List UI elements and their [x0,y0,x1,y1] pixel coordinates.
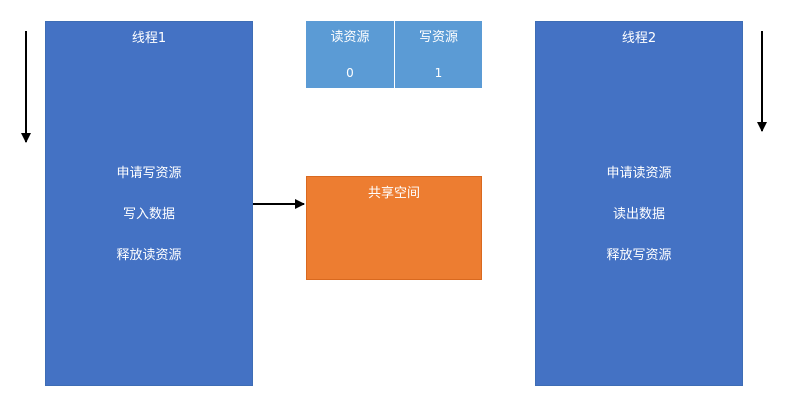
thread2-op-read-data: 读出数据 [612,207,665,222]
write-resource-value: 1 [434,66,443,80]
thread1-op-release-read: 释放读资源 [116,248,182,263]
write-resource-cell: 写资源 1 [394,21,482,88]
thread2-ops: 申请读资源 读出数据 释放写资源 [536,165,742,288]
thread2-op-request-read: 申请读资源 [606,166,672,181]
read-resource-value: 0 [346,66,354,80]
resource-table: 读资源 0 写资源 1 [306,21,482,88]
thread2-op-release-write: 释放写资源 [606,248,672,263]
thread1-ops: 申请写资源 写入数据 释放读资源 [46,165,252,288]
read-resource-label: 读资源 [330,30,370,45]
thread2-title: 线程2 [621,31,657,46]
read-resource-cell: 读资源 0 [306,21,394,88]
thread1-box: 线程1 申请写资源 写入数据 释放读资源 [45,21,253,386]
shared-space-title: 共享空间 [367,186,420,201]
thread1-op-write-data: 写入数据 [122,207,175,222]
thread2-box: 线程2 申请读资源 读出数据 释放写资源 [535,21,743,386]
thread1-op-request-write: 申请写资源 [116,166,182,181]
write-resource-label: 写资源 [418,30,458,45]
thread1-title: 线程1 [131,31,167,46]
shared-space-box: 共享空间 [306,176,482,280]
